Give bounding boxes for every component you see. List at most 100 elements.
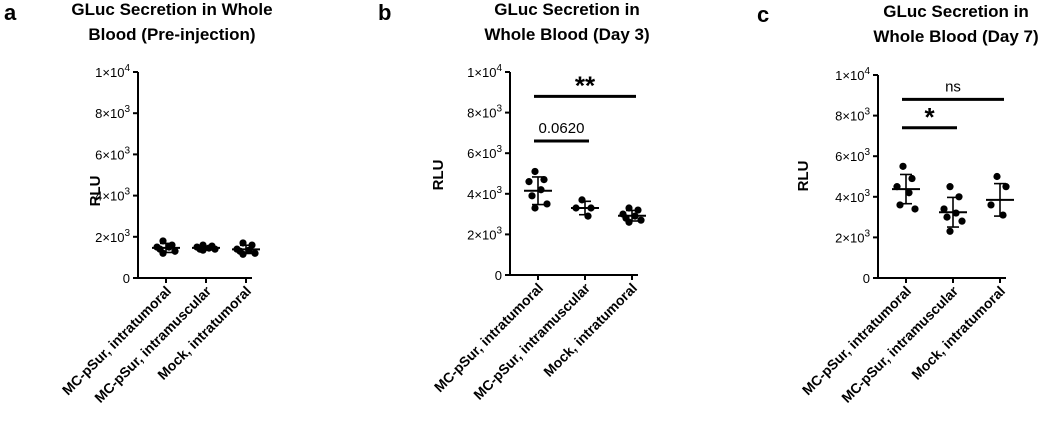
y-tick-base: 6×10 xyxy=(467,146,496,161)
y-tick-label: 0 xyxy=(495,268,502,283)
data-point xyxy=(543,200,551,208)
panel-letter: c xyxy=(757,2,769,27)
data-point xyxy=(531,204,539,212)
chart-title: GLuc Secretion in Whole Blood (Day 7) xyxy=(873,2,1038,46)
y-tick-exponent: 4 xyxy=(496,63,502,74)
y-tick-base: 6×10 xyxy=(95,147,124,162)
chart-title-line: GLuc Secretion in xyxy=(494,0,639,19)
y-tick-label: 2×103 xyxy=(835,228,870,245)
panel-letter: b xyxy=(378,0,391,25)
y-tick-label: 1×104 xyxy=(95,63,130,80)
data-point xyxy=(531,167,539,176)
data-point xyxy=(251,249,259,257)
y-tick-label: 4×103 xyxy=(835,188,870,205)
data-point xyxy=(905,189,913,197)
y-axis-label: RLU xyxy=(87,176,104,207)
y-tick-label: 1×104 xyxy=(835,66,870,83)
data-point xyxy=(940,205,948,213)
y-tick-exponent: 3 xyxy=(496,144,502,155)
data-point xyxy=(525,178,533,186)
data-point xyxy=(943,213,951,221)
y-tick-exponent: 3 xyxy=(124,228,130,239)
chart-panel-b: b GLuc Secretion in Whole Blood (Day 3) 0 2×… xyxy=(378,0,650,403)
y-tick-base: 0 xyxy=(123,271,130,286)
y-tick-label: 2×103 xyxy=(467,225,502,242)
significance-label: * xyxy=(924,102,935,132)
y-tick-label: 2×103 xyxy=(95,228,130,245)
data-point xyxy=(911,205,919,213)
panel-letter: a xyxy=(4,0,17,25)
y-tick-label: 4×103 xyxy=(467,185,502,202)
data-point xyxy=(211,245,219,253)
data-point xyxy=(528,192,536,200)
y-tick-base: 4×10 xyxy=(835,190,864,205)
y-tick-exponent: 4 xyxy=(124,63,130,74)
y-tick-base: 4×10 xyxy=(467,187,496,202)
y-tick-exponent: 3 xyxy=(496,225,502,236)
y-tick-label: 6×103 xyxy=(95,145,130,162)
x-category-label: Mock, intratumoral xyxy=(540,280,640,380)
y-tick-exponent: 3 xyxy=(864,228,870,239)
data-point xyxy=(159,249,167,257)
data-point xyxy=(540,175,548,184)
chart-title: GLuc Secretion in Whole Blood (Day 3) xyxy=(484,0,649,44)
data-point xyxy=(908,174,916,183)
y-tick-base: 0 xyxy=(863,271,870,286)
y-tick-label: 6×103 xyxy=(467,144,502,161)
x-category-label: Mock, intratumoral xyxy=(908,283,1008,383)
data-point xyxy=(987,201,995,209)
y-tick-label: 8×103 xyxy=(95,104,130,121)
chart-panel-c: c GLuc Secretion in Whole Blood (Day 7) 0 2×… xyxy=(757,2,1039,406)
data-point xyxy=(993,172,1001,181)
data-point xyxy=(896,201,904,209)
y-tick-exponent: 3 xyxy=(124,104,130,115)
y-tick-base: 8×10 xyxy=(95,106,124,121)
y-tick-label: 4×103 xyxy=(95,187,130,204)
y-tick-exponent: 3 xyxy=(496,104,502,115)
y-tick-base: 2×10 xyxy=(95,230,124,245)
y-tick-base: 0 xyxy=(495,268,502,283)
chart-title-line: Whole Blood (Day 3) xyxy=(484,25,649,44)
y-tick-base: 1×10 xyxy=(95,65,124,80)
significance-label: ns xyxy=(945,78,961,95)
y-tick-base: 4×10 xyxy=(95,189,124,204)
significance-label: ** xyxy=(575,70,596,100)
y-tick-label: 1×104 xyxy=(467,63,502,80)
chart-title-line: Whole Blood (Day 7) xyxy=(873,27,1038,46)
chart-title-line: GLuc Secretion in Whole xyxy=(71,0,272,19)
data-point xyxy=(946,227,954,235)
data-point xyxy=(1002,183,1010,191)
y-tick-exponent: 3 xyxy=(864,107,870,118)
y-tick-base: 1×10 xyxy=(467,65,496,80)
y-tick-exponent: 3 xyxy=(124,187,130,198)
y-tick-label: 0 xyxy=(863,271,870,286)
chart-title-line: Blood (Pre-injection) xyxy=(88,25,255,44)
y-tick-exponent: 3 xyxy=(864,147,870,158)
y-tick-label: 0 xyxy=(123,271,130,286)
y-tick-exponent: 3 xyxy=(864,188,870,199)
y-tick-exponent: 3 xyxy=(496,185,502,196)
data-point xyxy=(958,217,966,225)
y-tick-base: 2×10 xyxy=(467,227,496,242)
y-tick-label: 8×103 xyxy=(467,104,502,121)
y-tick-base: 1×10 xyxy=(835,68,864,83)
y-tick-label: 8×103 xyxy=(835,107,870,124)
chart-title-line: GLuc Secretion in xyxy=(883,2,1028,21)
y-tick-exponent: 3 xyxy=(124,145,130,156)
data-point xyxy=(239,250,247,258)
y-tick-base: 2×10 xyxy=(835,230,864,245)
y-tick-label: 6×103 xyxy=(835,147,870,164)
data-point xyxy=(637,216,645,224)
data-point xyxy=(171,247,179,255)
y-axis-label: RLU xyxy=(430,160,447,191)
data-point xyxy=(946,183,954,191)
significance-label: 0.0620 xyxy=(539,120,585,137)
y-tick-base: 6×10 xyxy=(835,149,864,164)
y-tick-base: 8×10 xyxy=(835,109,864,124)
y-axis-label: RLU xyxy=(795,161,812,192)
y-tick-base: 8×10 xyxy=(467,106,496,121)
y-tick-exponent: 4 xyxy=(864,66,870,77)
